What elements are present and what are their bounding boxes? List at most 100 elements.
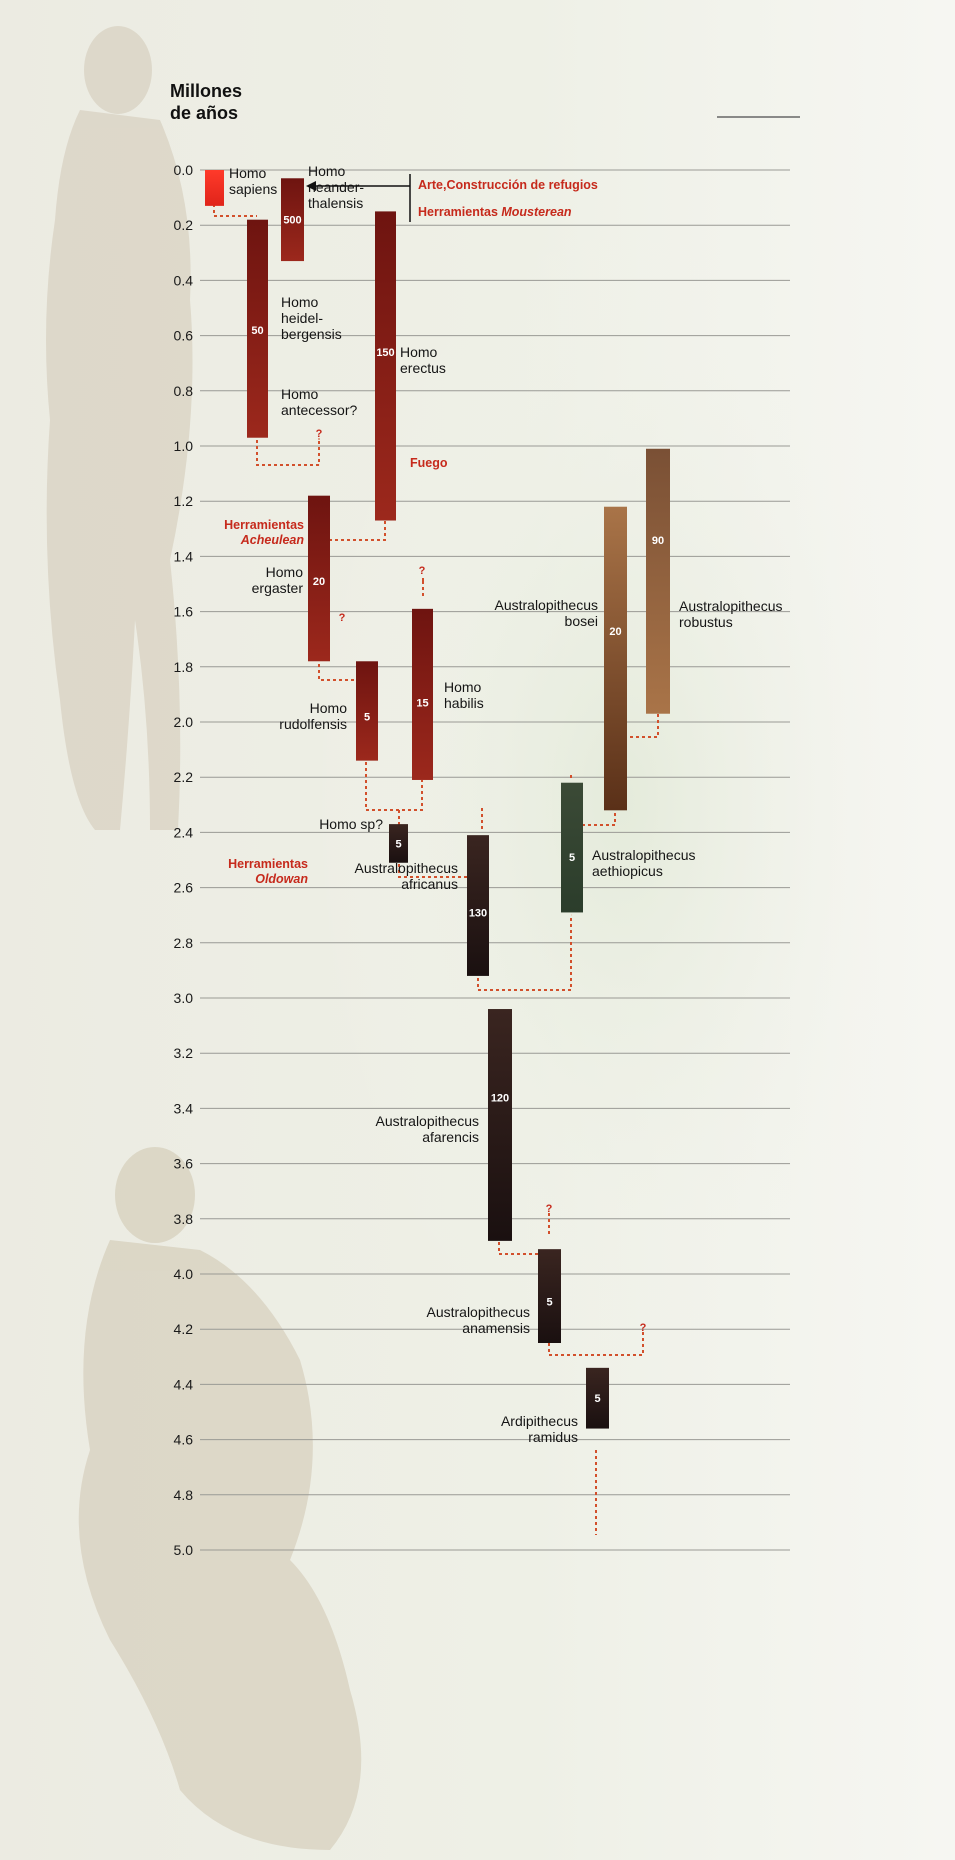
- species-label-neanderthalensis: neander-: [308, 179, 364, 195]
- event-label-arte: Arte,Construcción de refugios: [418, 178, 598, 192]
- ancestry-connector: [583, 813, 615, 825]
- species-bar-sapiens: [205, 170, 224, 206]
- species-label-boisei: bosei: [565, 613, 598, 629]
- event-label-oldowan: Herramientas: [228, 857, 308, 871]
- event-label-acheulean: Herramientas: [224, 518, 304, 532]
- species-badge-erectus: 150: [376, 347, 394, 359]
- species-label-robustus: Australopithecus: [679, 598, 783, 614]
- species-label-robustus: robustus: [679, 614, 733, 630]
- ancestry-connector: [499, 1242, 538, 1254]
- tick-label: 4.8: [174, 1487, 194, 1503]
- species-label-ergaster: Homo: [266, 564, 304, 580]
- tick-label: 0.6: [174, 328, 194, 344]
- species-label-erectus: erectus: [400, 360, 446, 376]
- tick-label: 3.0: [174, 990, 194, 1006]
- species-label-sapiens: Homo: [229, 165, 267, 181]
- species-label-heidelbergensis: bergensis: [281, 326, 342, 342]
- species-badge-afarencis: 120: [491, 1092, 509, 1104]
- tick-label: 2.6: [174, 880, 194, 896]
- ancestry-connector: [549, 1332, 643, 1355]
- tick-label: 2.8: [174, 935, 194, 951]
- species-label-rudolfensis: Homo: [310, 700, 348, 716]
- tick-label: 5.0: [174, 1542, 194, 1558]
- species-badge-habilis: 15: [416, 698, 428, 710]
- species-label-heidelbergensis: Homo: [281, 294, 319, 310]
- species-label-antecessor: Homo: [281, 386, 319, 402]
- event-label-acheulean: Acheulean: [240, 533, 305, 547]
- event-label-mousterean: Herramientas Mousterean: [418, 205, 572, 219]
- tick-label: 2.4: [174, 824, 194, 840]
- species-label-boisei: Australopithecus: [494, 597, 598, 613]
- tick-label: 4.0: [174, 1266, 194, 1282]
- species-bar-boisei: [604, 507, 627, 811]
- species-label-homo_sp: Homo sp?: [319, 816, 383, 832]
- species-label-antecessor: antecessor?: [281, 402, 357, 418]
- tick-label: 0.2: [174, 217, 194, 233]
- species-label-neanderthalensis: Homo: [308, 163, 346, 179]
- species-label-aethiopicus: aethiopicus: [592, 863, 663, 879]
- tick-label: 1.4: [174, 548, 194, 564]
- species-label-africanus: africanus: [401, 876, 458, 892]
- tick-label: 1.8: [174, 659, 194, 675]
- event-label-fuego: Fuego: [410, 456, 448, 470]
- tick-label: 3.2: [174, 1045, 194, 1061]
- tick-label: 0.0: [174, 162, 194, 178]
- species-label-ramidus: ramidus: [528, 1429, 578, 1445]
- species-label-heidelbergensis: heidel-: [281, 310, 323, 326]
- ancestry-connector: [627, 714, 658, 737]
- species-label-afarencis: Australopithecus: [375, 1113, 479, 1129]
- event-label-oldowan: Oldowan: [255, 872, 308, 886]
- species-bar-habilis: [412, 609, 433, 780]
- species-badge-aethiopicus: 5: [569, 852, 575, 864]
- tick-label: 0.4: [174, 272, 194, 288]
- tick-label: 2.2: [174, 769, 194, 785]
- tick-label: 3.4: [174, 1100, 194, 1116]
- species-badge-africanus: 130: [469, 907, 487, 919]
- species-bar-robustus: [646, 449, 670, 714]
- question-mark: ?: [419, 565, 426, 577]
- species-label-anamensis: anamensis: [462, 1320, 530, 1336]
- tick-label: 3.6: [174, 1156, 194, 1172]
- question-mark: ?: [316, 428, 323, 440]
- species-label-ergaster: ergaster: [252, 580, 304, 596]
- species-bar-aethiopicus: [561, 783, 583, 913]
- species-label-habilis: habilis: [444, 695, 484, 711]
- species-label-rudolfensis: rudolfensis: [279, 716, 347, 732]
- tick-label: 4.4: [174, 1376, 194, 1392]
- species-bar-africanus: [467, 835, 489, 976]
- tick-label: 0.8: [174, 383, 194, 399]
- species-label-africanus: Australopithecus: [354, 860, 458, 876]
- tick-label: 3.8: [174, 1211, 194, 1227]
- species-label-habilis: Homo: [444, 679, 482, 695]
- tick-label: 1.2: [174, 493, 194, 509]
- tick-label: 4.6: [174, 1432, 194, 1448]
- ancestry-connector: [319, 658, 356, 680]
- species-badge-robustus: 90: [652, 535, 664, 547]
- species-bar-erectus: [375, 211, 396, 520]
- species-label-anamensis: Australopithecus: [426, 1304, 530, 1320]
- species-badge-homo_sp: 5: [395, 838, 401, 850]
- species-badge-boisei: 20: [609, 626, 621, 638]
- question-mark: ?: [640, 1322, 647, 1334]
- species-label-neanderthalensis: thalensis: [308, 195, 363, 211]
- ancestry-connector: [478, 915, 571, 990]
- species-badge-ramidus: 5: [594, 1393, 600, 1405]
- species-badge-ergaster: 20: [313, 576, 325, 588]
- question-mark: ?: [546, 1203, 553, 1215]
- species-badge-rudolfensis: 5: [364, 711, 370, 723]
- species-bar-afarencis: [488, 1009, 512, 1241]
- tick-label: 1.6: [174, 604, 194, 620]
- species-label-aethiopicus: Australopithecus: [592, 847, 696, 863]
- species-label-ramidus: Ardipithecus: [501, 1413, 578, 1429]
- species-label-erectus: Homo: [400, 344, 438, 360]
- tick-label: 2.0: [174, 714, 194, 730]
- question-mark: ?: [339, 612, 346, 624]
- species-label-sapiens: sapiens: [229, 181, 277, 197]
- tick-label: 4.2: [174, 1321, 194, 1337]
- species-badge-neanderthalensis: 500: [283, 215, 301, 227]
- species-label-afarencis: afarencis: [422, 1129, 479, 1145]
- tick-label: 1.0: [174, 438, 194, 454]
- species-badge-heidelbergensis: 50: [251, 325, 263, 337]
- species-badge-anamensis: 5: [546, 1297, 552, 1309]
